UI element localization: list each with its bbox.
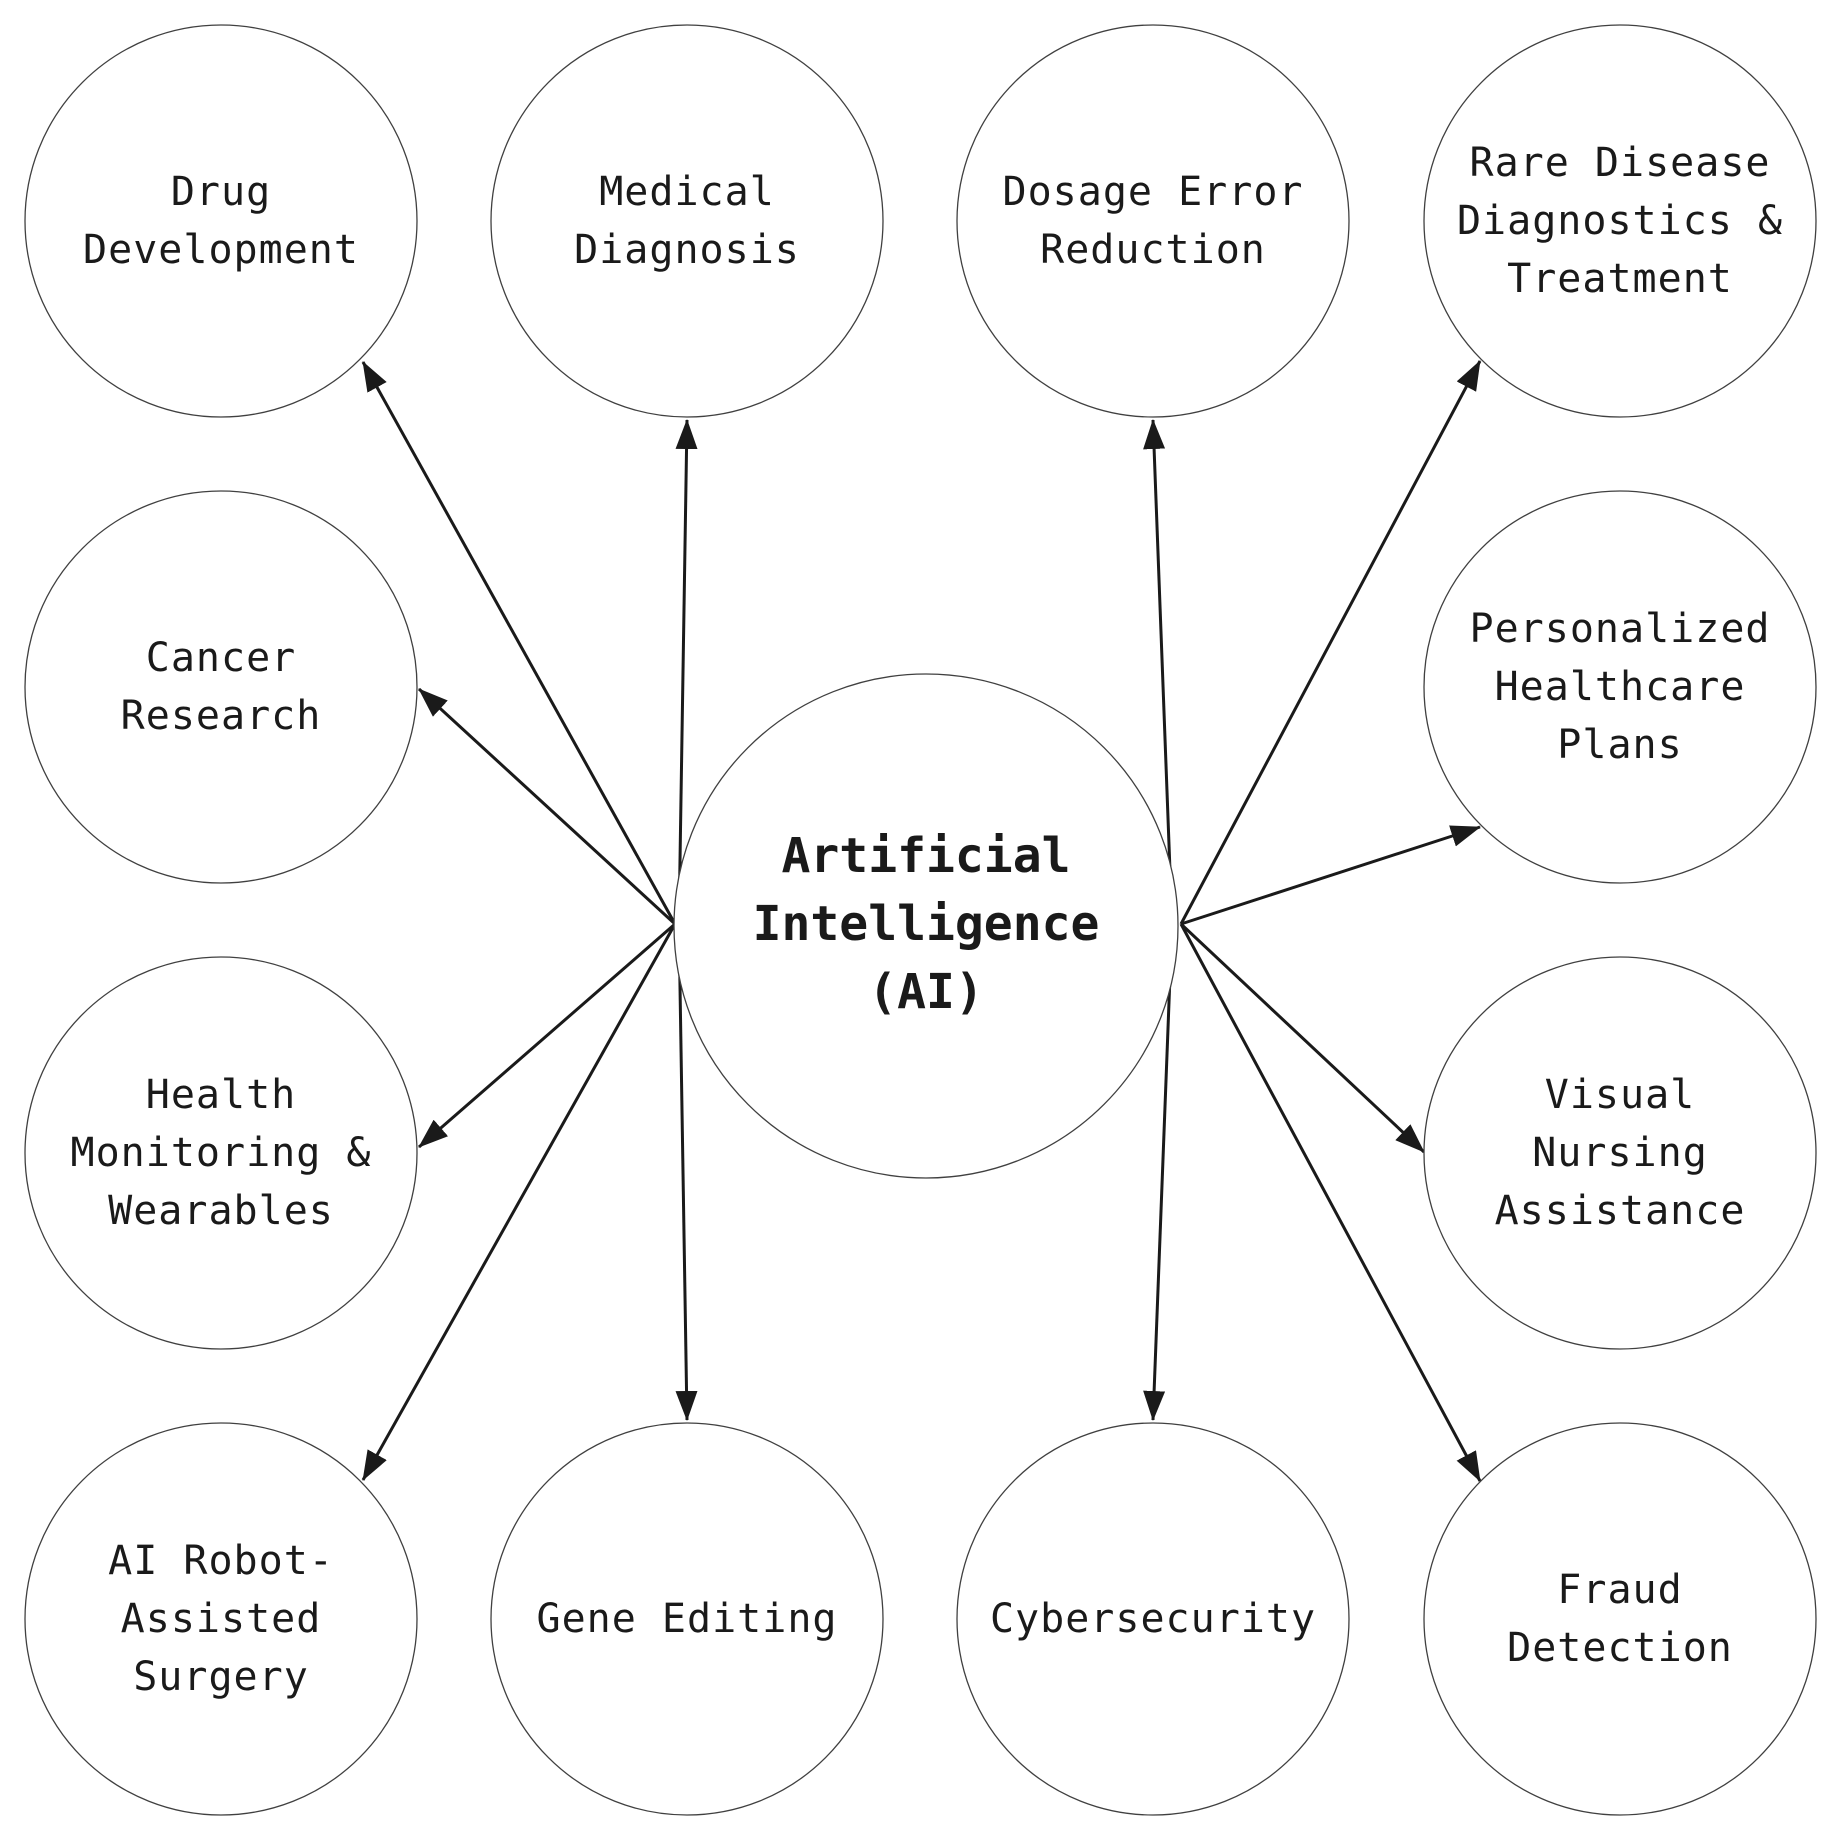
node-circle-dosage-error-reduction [956, 24, 1350, 418]
node-label-cancer-research-line-2: Research [121, 693, 322, 739]
connector-medical-diagnosis [675, 419, 698, 925]
node-label-rare-disease-line-3: Treatment [1507, 256, 1733, 302]
connector-ai-robot-surgery [361, 923, 677, 1481]
node-circle-drug-development [24, 24, 418, 418]
connector-health-monitoring [418, 922, 676, 1149]
center-circle [673, 673, 1179, 1179]
node-label-cybersecurity-line-1: Cybersecurity [990, 1596, 1316, 1642]
node-label-medical-diagnosis-line-2: Diagnosis [574, 227, 800, 273]
node-label-personalized-healthcare-line-1: Personalized [1470, 606, 1771, 652]
node-label-visual-nursing-line-2: Nursing [1532, 1130, 1708, 1176]
node-gene-editing: Gene Editing [490, 1422, 884, 1816]
node-circle-cybersecurity [956, 1422, 1350, 1816]
node-circle-visual-nursing [1423, 956, 1817, 1350]
connector-drug-development [361, 361, 677, 925]
node-label-drug-development-line-2: Development [83, 227, 359, 273]
connector-group [361, 360, 1482, 1482]
node-circle-cancer-research [24, 490, 418, 884]
node-label-medical-diagnosis-line-1: Medical [599, 169, 775, 215]
node-label-drug-development-line-1: Drug [171, 169, 271, 215]
node-label-fraud-detection-line-1: Fraud [1557, 1567, 1682, 1613]
node-label-visual-nursing-line-1: Visual [1545, 1072, 1696, 1118]
node-circle-health-monitoring [24, 956, 418, 1350]
node-circle-fraud-detection [1423, 1422, 1817, 1816]
node-circle-medical-diagnosis [490, 24, 884, 418]
node-circle-personalized-healthcare [1423, 490, 1817, 884]
connector-cybersecurity [1143, 923, 1174, 1421]
connector-personalized-healthcare [1180, 825, 1481, 926]
node-label-gene-editing-line-1: Gene Editing [537, 1596, 838, 1642]
node-label-ai-robot-surgery-line-2: Assisted [121, 1596, 322, 1642]
node-label-rare-disease-line-1: Rare Disease [1470, 140, 1771, 186]
node-label-rare-disease-line-2: Diagnostics & [1457, 198, 1783, 244]
node-circle-ai-robot-surgery [24, 1422, 418, 1816]
node-label-dosage-error-reduction-line-2: Reduction [1040, 227, 1266, 273]
connector-cancer-research [417, 687, 677, 926]
node-label-personalized-healthcare-line-2: Healthcare [1495, 664, 1746, 710]
connector-fraud-detection [1179, 923, 1482, 1482]
center-node: Artificial Intelligence (AI) [673, 673, 1179, 1179]
node-label-personalized-healthcare-line-3: Plans [1557, 722, 1682, 768]
node-label-ai-robot-surgery-line-3: Surgery [133, 1654, 309, 1700]
node-label-fraud-detection-line-2: Detection [1507, 1625, 1733, 1671]
center-title-line-2: Intelligence [753, 896, 1100, 952]
node-label-visual-nursing-line-3: Assistance [1495, 1188, 1746, 1234]
center-title-line-1: Artificial [782, 828, 1071, 884]
node-circle-rare-disease [1423, 24, 1817, 418]
node-label-health-monitoring-line-2: Monitoring & [71, 1130, 372, 1176]
node-circle-gene-editing [490, 1422, 884, 1816]
node-cybersecurity: Cybersecurity [956, 1422, 1350, 1816]
node-label-dosage-error-reduction-line-1: Dosage Error [1003, 169, 1304, 215]
connector-dosage-error-reduction [1143, 419, 1174, 925]
node-label-ai-robot-surgery-line-1: AI Robot- [108, 1538, 334, 1584]
node-label-health-monitoring-line-3: Wearables [108, 1188, 334, 1234]
connector-visual-nursing [1179, 922, 1426, 1154]
connector-gene-editing [675, 923, 698, 1421]
connector-rare-disease [1179, 360, 1482, 925]
center-title-line-3: (AI) [868, 964, 984, 1020]
node-label-health-monitoring-line-1: Health [146, 1072, 297, 1118]
node-label-cancer-research-line-1: Cancer [146, 635, 297, 681]
